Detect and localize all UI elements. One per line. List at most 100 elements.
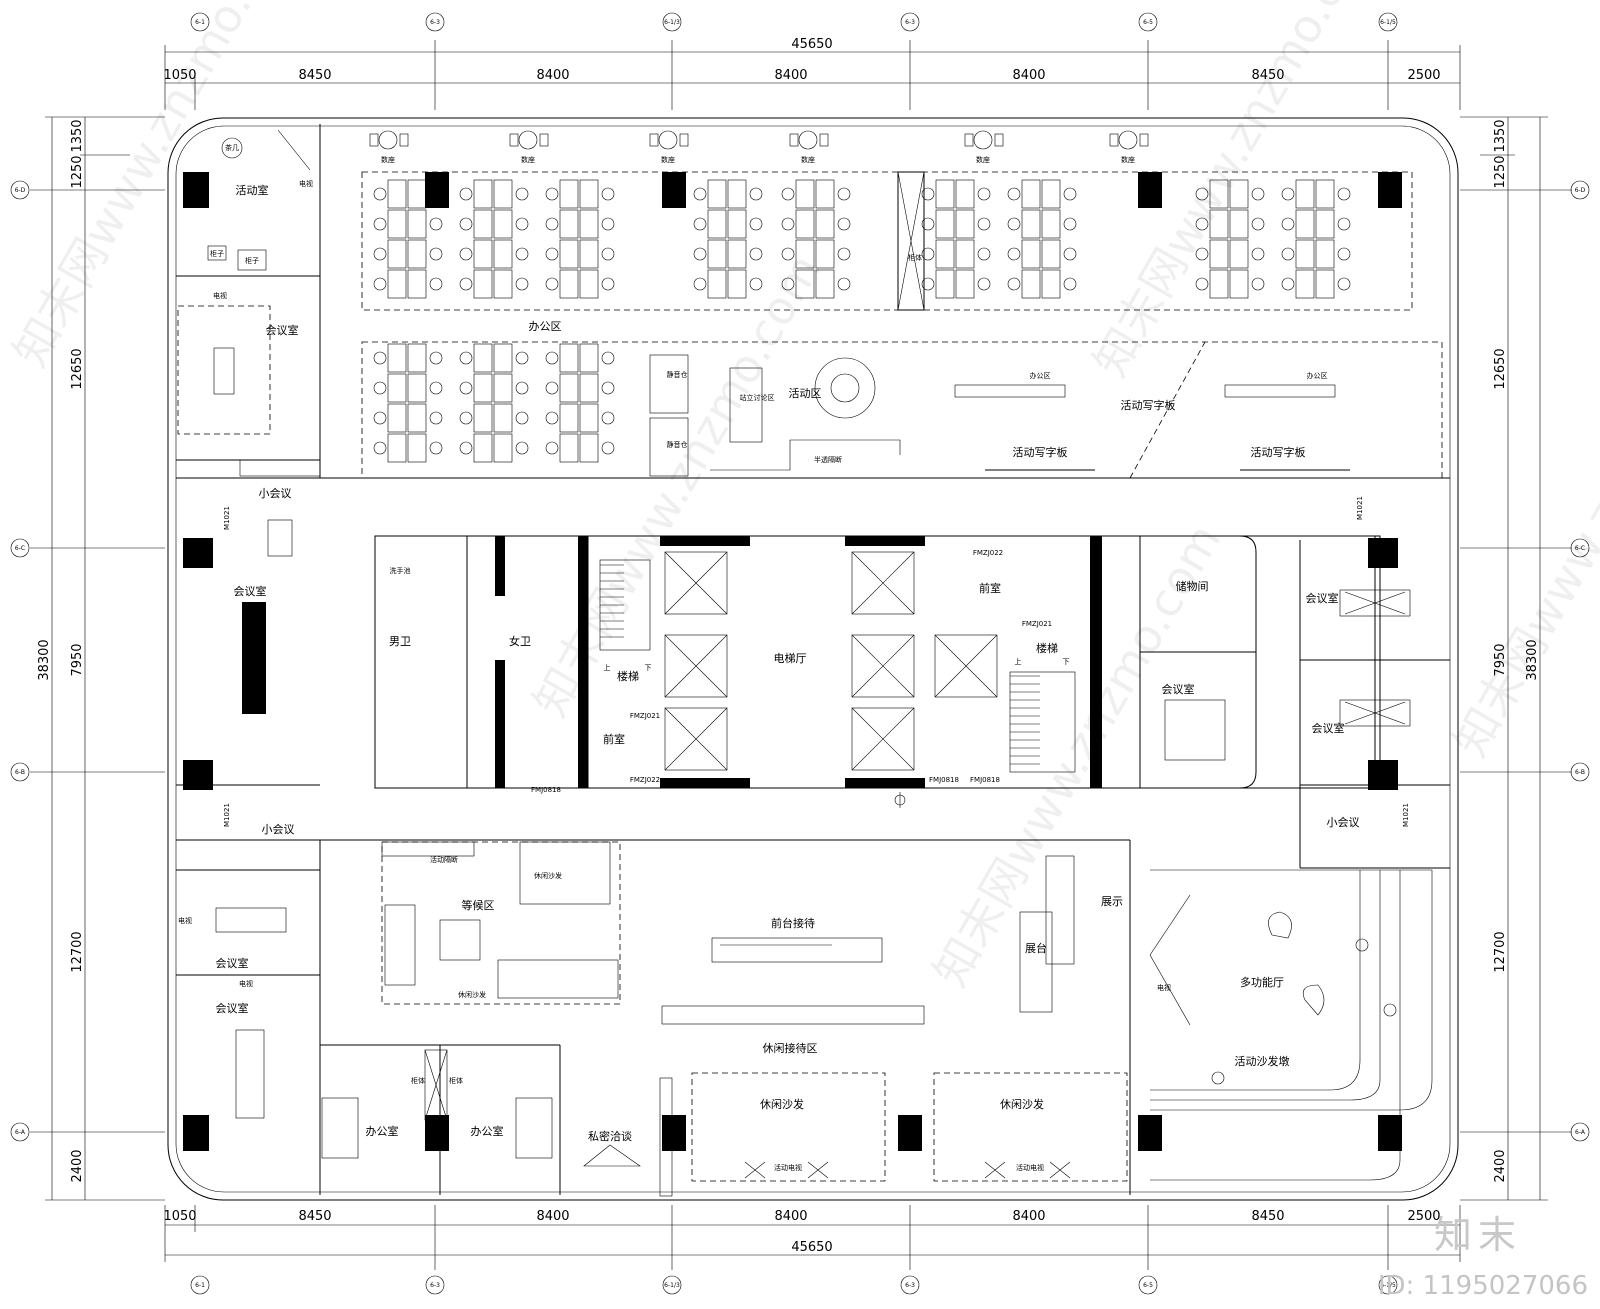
desk: [935, 209, 955, 239]
chair-icon: [1251, 187, 1265, 201]
chair-icon: [373, 277, 387, 291]
svg-text:8450: 8450: [1251, 1209, 1284, 1224]
svg-text:6-3: 6-3: [905, 19, 915, 26]
chair-icon: [373, 351, 387, 365]
desk: [727, 239, 747, 269]
desk: [1295, 179, 1315, 209]
svg-text:洗手池: 洗手池: [390, 566, 411, 575]
chair-icon: [1109, 133, 1119, 147]
svg-text:6-D: 6-D: [15, 187, 26, 194]
chair-icon: [1063, 187, 1077, 201]
chair-icon: [977, 277, 991, 291]
chair-icon: [545, 441, 559, 455]
image-id: ID: 1195027066: [1377, 1271, 1588, 1301]
svg-text:2500: 2500: [1407, 1209, 1440, 1224]
svg-text:电视: 电视: [213, 291, 227, 300]
desk: [407, 239, 427, 269]
svg-text:展台: 展台: [1025, 941, 1047, 955]
chair-icon: [921, 247, 935, 261]
svg-text:会议室: 会议室: [216, 956, 249, 970]
svg-text:上: 上: [604, 663, 611, 672]
desk: [955, 239, 975, 269]
desk: [815, 239, 835, 269]
mens-wc-label: 男卫: [389, 635, 411, 648]
desk: [493, 239, 513, 269]
svg-text:2500: 2500: [1407, 68, 1440, 83]
chair-icon: [781, 247, 795, 261]
round-table: [658, 130, 678, 150]
chair-icon: [679, 133, 689, 147]
chair-icon: [1007, 247, 1021, 261]
chair-icon: [601, 411, 615, 425]
svg-text:多功能厅: 多功能厅: [1240, 975, 1284, 989]
desk: [815, 209, 835, 239]
desk: [559, 433, 579, 463]
svg-text:休闲沙发: 休闲沙发: [1000, 1097, 1044, 1111]
desk: [493, 403, 513, 433]
meeting-room-1: 会议室 电视: [177, 291, 299, 435]
svg-text:1250: 1250: [1493, 155, 1508, 188]
desk: [473, 209, 493, 239]
desk: [493, 343, 513, 373]
chair-icon: [373, 411, 387, 425]
desk: [387, 433, 407, 463]
seat-label: 数座: [1121, 155, 1135, 164]
chair-icon: [693, 187, 707, 201]
svg-text:活动写字板: 活动写字板: [1251, 445, 1306, 459]
desk: [1295, 269, 1315, 299]
chair-icon: [749, 187, 763, 201]
chair-icon: [649, 133, 659, 147]
desk: [815, 269, 835, 299]
svg-text:6-D: 6-D: [1575, 187, 1586, 194]
svg-text:6-3: 6-3: [905, 1282, 915, 1289]
svg-text:活动写字板: 活动写字板: [1013, 445, 1068, 459]
desk: [407, 343, 427, 373]
desk: [815, 179, 835, 209]
chair-icon: [964, 133, 974, 147]
svg-text:会议室: 会议室: [1306, 591, 1339, 605]
svg-text:8400: 8400: [774, 68, 807, 83]
svg-text:会议室: 会议室: [234, 584, 267, 598]
svg-text:活动电视: 活动电视: [774, 1163, 802, 1172]
desk: [493, 179, 513, 209]
svg-text:FMZJ021: FMZJ021: [1022, 620, 1052, 628]
svg-text:休闲沙发: 休闲沙发: [760, 1097, 804, 1111]
svg-text:6-B: 6-B: [15, 769, 25, 776]
desk: [1295, 239, 1315, 269]
small-meeting-1: 小会议 M1021: [223, 459, 321, 557]
svg-text:8400: 8400: [1012, 68, 1045, 83]
desk: [955, 179, 975, 209]
meeting-rooms-right: 会议室 会议室 小会议 M1021 M1021: [1306, 496, 1411, 829]
seat-label: 数座: [521, 155, 535, 164]
chair-icon: [1195, 277, 1209, 291]
meeting-room-2: 会议室: [234, 584, 267, 714]
svg-text:下: 下: [645, 664, 652, 672]
desk: [1315, 239, 1335, 269]
chair-icon: [601, 217, 615, 231]
desk: [387, 209, 407, 239]
chair-icon: [789, 133, 799, 147]
chair-icon: [693, 277, 707, 291]
svg-text:6-C: 6-C: [1575, 545, 1585, 552]
svg-text:1350: 1350: [1493, 119, 1508, 152]
chair-icon: [1281, 277, 1295, 291]
chair-icon: [1251, 277, 1265, 291]
seat-label: 数座: [661, 155, 675, 164]
desk: [407, 269, 427, 299]
chair-icon: [373, 187, 387, 201]
desk: [1041, 239, 1061, 269]
desk: [473, 373, 493, 403]
chair-icon: [429, 441, 443, 455]
desk: [935, 179, 955, 209]
svg-text:12650: 12650: [70, 348, 85, 389]
womens-wc-label: 女卫: [509, 634, 531, 648]
right-dimensions: 1350 1250 12650 7950 12700 2400 38300 6-…: [1460, 116, 1590, 1201]
small-meeting-2: 小会议 M1021: [223, 803, 295, 836]
desk: [795, 209, 815, 239]
desk: [1229, 269, 1249, 299]
svg-text:办公区: 办公区: [1307, 371, 1328, 380]
svg-text:6-3: 6-3: [430, 19, 440, 26]
svg-text:会议室: 会议室: [1312, 721, 1345, 735]
chair-icon: [693, 217, 707, 231]
chair-icon: [837, 217, 851, 231]
